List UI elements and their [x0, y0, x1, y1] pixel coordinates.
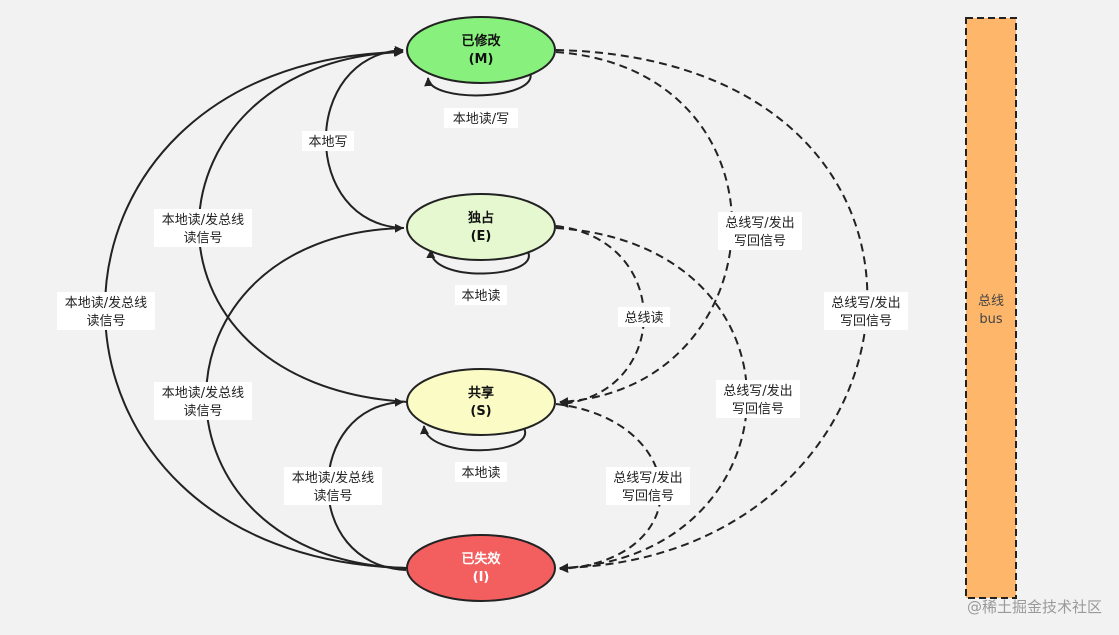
state-m-name: 已修改: [461, 33, 501, 49]
watermark-text: @稀土掘金技术社区: [967, 598, 1102, 616]
label-bus-read: 总线读: [618, 307, 670, 327]
self-loop-s: [420, 425, 527, 452]
svg-text:读信号: 读信号: [313, 489, 352, 504]
label-i-to-m: 本地读/发总线 读信号: [57, 292, 155, 330]
state-m-code: (M): [469, 52, 494, 67]
svg-text:总线写/发出: 总线写/发出: [723, 383, 792, 399]
svg-text:读信号: 读信号: [183, 231, 222, 246]
svg-text:写回信号: 写回信号: [732, 402, 784, 417]
label-local-read-s: 本地读: [455, 462, 507, 482]
svg-text:本地读/写: 本地读/写: [453, 112, 509, 127]
svg-text:本地读/发总线: 本地读/发总线: [292, 470, 374, 486]
svg-text:总线读: 总线读: [624, 311, 663, 326]
state-s-code: (S): [470, 404, 491, 419]
edge-e-to-s: [555, 225, 645, 408]
label-local-read-write: 本地读/写: [444, 108, 518, 128]
svg-text:本地读/发总线: 本地读/发总线: [162, 385, 244, 401]
svg-text:总线写/发出: 总线写/发出: [831, 295, 900, 311]
state-e-code: (E): [471, 229, 492, 244]
edge-m-to-s: [555, 51, 733, 407]
svg-text:写回信号: 写回信号: [734, 234, 786, 249]
label-s-to-m: 本地读/发总线 读信号: [154, 209, 252, 247]
state-exclusive: 独占 (E): [406, 193, 556, 261]
state-modified: 已修改 (M): [406, 16, 556, 84]
svg-text:本地写: 本地写: [308, 135, 347, 150]
state-i-code: (I): [473, 570, 490, 585]
svg-text:总线写/发出: 总线写/发出: [725, 215, 794, 231]
state-s-name: 共享: [468, 385, 494, 401]
state-invalid: 已失效 (I): [406, 534, 556, 602]
state-shared: 共享 (S): [406, 368, 556, 436]
svg-text:本地读: 本地读: [461, 289, 500, 304]
state-e-name: 独占: [468, 210, 494, 226]
svg-text:本地读/发总线: 本地读/发总线: [65, 295, 147, 311]
svg-text:读信号: 读信号: [86, 314, 125, 329]
self-loop-m: [424, 71, 532, 97]
bus-bar: 总线 bus: [965, 17, 1017, 599]
label-i-to-s: 本地读/发总线 读信号: [284, 467, 382, 505]
svg-text:本地读: 本地读: [461, 466, 500, 481]
label-m-to-s: 总线写/发出 写回信号: [718, 212, 802, 250]
label-m-to-i: 总线写/发出 写回信号: [824, 292, 908, 330]
svg-text:读信号: 读信号: [183, 404, 222, 419]
bus-label-cn: 总线: [978, 294, 1004, 309]
state-i-name: 已失效: [461, 551, 501, 567]
label-local-read-e: 本地读: [455, 285, 507, 305]
label-e-to-i: 总线写/发出 写回信号: [716, 380, 800, 418]
label-s-to-i: 总线写/发出 写回信号: [606, 467, 690, 505]
svg-text:写回信号: 写回信号: [622, 489, 674, 504]
bus-label-en: bus: [979, 312, 1002, 327]
svg-text:本地读/发总线: 本地读/发总线: [162, 212, 244, 228]
self-loop-e: [426, 249, 530, 275]
svg-text:总线写/发出: 总线写/发出: [613, 470, 682, 486]
svg-text:写回信号: 写回信号: [840, 314, 892, 329]
edge-m-to-i: [555, 49, 869, 573]
label-local-write: 本地写: [302, 131, 354, 151]
label-i-to-e: 本地读/发总线 读信号: [154, 382, 252, 420]
